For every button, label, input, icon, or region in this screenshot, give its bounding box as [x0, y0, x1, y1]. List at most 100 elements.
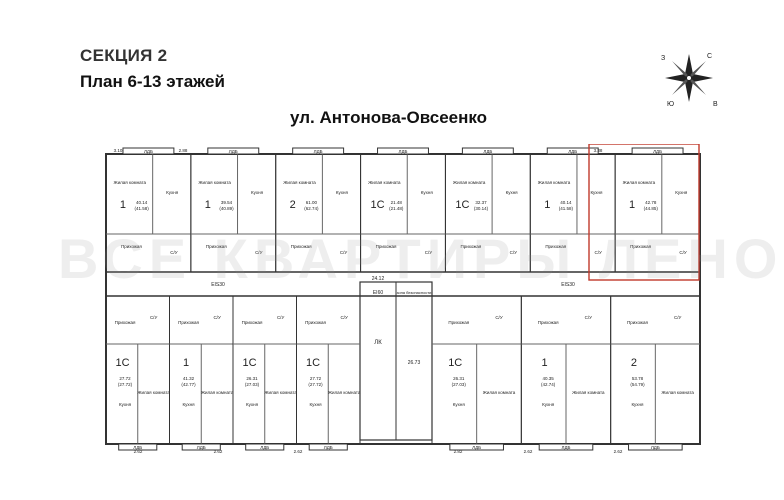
dimension-label: 2.62	[134, 449, 143, 454]
total-area-value: (27.03)	[452, 382, 467, 387]
kitchen-label: Кухня	[631, 402, 644, 407]
area-value: 21.48	[391, 200, 403, 205]
area-value: 39.54	[221, 200, 233, 205]
area-value: 41.32	[183, 376, 195, 381]
total-area-value: (40.89)	[219, 206, 234, 211]
kitchen-label: Кухня	[119, 402, 132, 407]
hall-label: Прихожая	[121, 244, 142, 249]
total-area-value: (42.77)	[181, 382, 196, 387]
living-room-label: Жилая комната	[623, 180, 656, 185]
dimension-label: 2.88	[179, 148, 188, 153]
dimension-label: 2.62	[524, 449, 533, 454]
room-count: 1	[183, 357, 189, 369]
kitchen-label: Кухня	[506, 190, 519, 195]
loggia-label: ЛДБ	[651, 445, 660, 450]
loggia-label: ЛДБ	[229, 149, 238, 154]
hall-label: Прихожая	[538, 320, 559, 325]
loggia-label: ЛДБ	[399, 149, 408, 154]
room-count: 1С	[455, 199, 469, 211]
room-count: 1	[544, 199, 550, 211]
total-area-value: (30.14)	[474, 206, 489, 211]
dimension-label: 2.62	[214, 449, 223, 454]
bathroom-label: С/У	[213, 315, 221, 320]
room-count: 2	[631, 357, 637, 369]
living-room-label: Жилая комната	[264, 390, 297, 395]
room-count: 1	[120, 199, 126, 211]
living-room-label: Жилая комната	[453, 180, 486, 185]
room-count: 1С	[115, 357, 129, 369]
kitchen-label: Кухня	[246, 402, 259, 407]
floor-range-title: План 6-13 этажей	[80, 72, 225, 91]
dimension-label: 2.62	[614, 449, 623, 454]
total-area-value: (27.72)	[308, 382, 323, 387]
hall-label: Прихожая	[630, 244, 651, 249]
area-value: 53.78	[632, 376, 644, 381]
loggia-label: ЛДБ	[324, 445, 333, 450]
kitchen-label: Кухня	[675, 190, 688, 195]
dimension-label: 3.10	[114, 148, 123, 153]
hall-label: Прихожая	[376, 244, 397, 249]
loggia-label: ЛДБ	[653, 149, 662, 154]
hall-label: Прихожая	[178, 320, 199, 325]
total-area-value: (54.79)	[630, 382, 645, 387]
compass-south: Ю	[667, 101, 674, 108]
area-value: 40.14	[136, 200, 148, 205]
dimension-label: 2.82	[454, 449, 463, 454]
hall-label: Прихожая	[627, 320, 648, 325]
dimension-label: 26.73	[408, 360, 421, 366]
total-area-value: (42.74)	[541, 382, 556, 387]
kitchen-label: Кухня	[251, 190, 264, 195]
bathroom-label: С/У	[255, 250, 263, 255]
area-value: 26.31	[246, 376, 258, 381]
living-room-label: Жилая комната	[661, 390, 694, 395]
kitchen-label: Кухня	[336, 190, 349, 195]
bathroom-label: С/У	[594, 250, 602, 255]
living-room-label: Жилая комната	[198, 180, 231, 185]
area-value: 27.72	[310, 376, 322, 381]
loggia-label: ЛДБ	[483, 149, 492, 154]
living-room-label: Жилая комната	[572, 390, 605, 395]
living-room-label: Жилая комната	[483, 390, 516, 395]
loggia-label: ЛДБ	[472, 445, 481, 450]
total-area-value: (62.74)	[304, 206, 319, 211]
room-count: 2	[290, 199, 296, 211]
hall-label: Прихожая	[448, 320, 469, 325]
living-room-label: Жилая комната	[368, 180, 401, 185]
section-title: СЕКЦИЯ 2	[80, 46, 168, 65]
living-room-label: Жилая комната	[114, 180, 147, 185]
hall-label: Прихожая	[115, 320, 136, 325]
corridor-label-right: EIS30	[561, 282, 575, 288]
stair-label: ЛК	[374, 340, 382, 346]
total-area-value: (41.58)	[559, 206, 574, 211]
kitchen-label: Кухня	[166, 190, 179, 195]
room-count: 1С	[371, 199, 385, 211]
kitchen-label: Кухня	[183, 402, 196, 407]
room-count: 1С	[306, 357, 320, 369]
hall-label: Прихожая	[305, 320, 326, 325]
room-count: 1С	[448, 357, 462, 369]
bathroom-label: С/У	[340, 250, 348, 255]
living-room-label: Жилая комната	[137, 390, 170, 395]
kitchen-label: Кухня	[310, 402, 323, 407]
hall-label: Прихожая	[291, 244, 312, 249]
living-room-label: Жилая комната	[328, 390, 361, 395]
room-count: 1	[629, 199, 635, 211]
dimension-label: 2.62	[294, 449, 303, 454]
total-area-value: (27.72)	[118, 382, 133, 387]
living-room-label: Жилая комната	[201, 390, 234, 395]
compass-west: З	[661, 55, 665, 62]
hall-label: Прихожая	[545, 244, 566, 249]
loggia-label: ЛДБ	[314, 149, 323, 154]
area-value: 32.37	[475, 200, 487, 205]
safety-zone-label: зона безопасности	[397, 290, 432, 295]
